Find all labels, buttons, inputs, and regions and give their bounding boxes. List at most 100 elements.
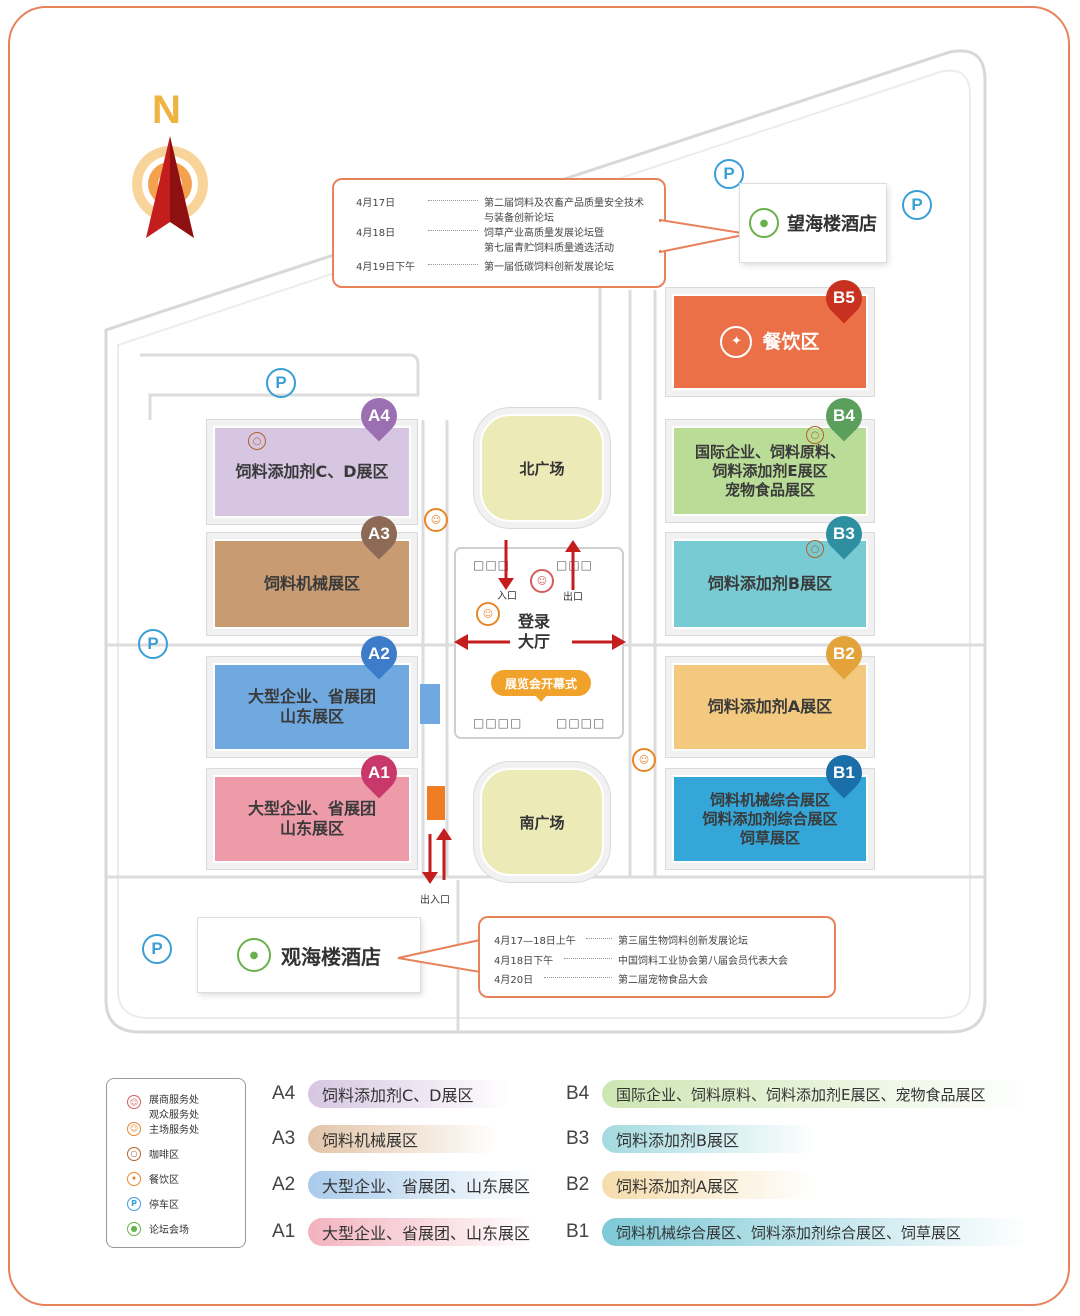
main-service-icon: ☺ [476,602,500,626]
hall-a3-name: 饲料机械展区 [263,574,360,593]
forum-row: 4月18日 饲草产业高质量发展论坛暨第七届青贮饲料质量遴选活动 [356,224,614,254]
legend-item: ☺ 展商服务处观众服务处 [127,1091,199,1121]
forum-row: 4月17日 第二届饲料及农畜产品质量安全技术与装备创新论坛 [356,194,644,224]
north-forum-callout: 4月17日 第二届饲料及农畜产品质量安全技术与装备创新论坛 4月18日 饲草产业… [332,178,666,288]
forum-date: 4月18日 [356,228,396,239]
south-plaza: 南广场 [480,768,604,876]
forum-title: 第二届宠物食品大会 [618,975,708,986]
service-icon: ☺ [530,569,554,593]
forum-icon: ● [749,208,779,238]
compass-letter: N [152,88,181,132]
key-a1: A1 大型企业、省展团、山东展区 [272,1217,536,1247]
opening-ceremony[interactable]: 展览会开幕式 [491,670,591,696]
forum-title: 中国饲料工业协会第八届会员代表大会 [618,956,788,967]
callout-pointer [658,218,749,254]
hall-b1-name-3: 饲草展区 [739,828,800,847]
parking-icon: P [714,159,744,189]
parking-icon: P [142,934,172,964]
hall-a1-name: 大型企业、省展团 [247,799,376,818]
legend-item: ●论坛会场 [127,1221,189,1236]
lobby-gate-top-left: □□□ [473,558,511,572]
legend-item: ○咖啡区 [127,1146,179,1161]
forum-title-2: 第七届青贮饲料质量遴选活动 [484,243,614,254]
parking-icon: P [266,368,296,398]
side-gate-arrows [422,828,452,884]
hall-b3[interactable]: 饲料添加剂B展区 [672,539,868,629]
hall-b4-name: 国际企业、饲料原料、 [694,442,845,461]
key-b4: B4 国际企业、饲料原料、饲料添加剂E展区、宠物食品展区 [566,1079,1028,1109]
key-a2: A2 大型企业、省展团、山东展区 [272,1170,536,1200]
hall-b5-name: 餐饮区 [762,331,820,353]
entrance-label: 入口 [497,591,517,602]
forum-row: 4月18日下午 中国饲料工业协会第八届会员代表大会 [494,952,788,967]
lobby-label: 登录大厅 [518,612,551,651]
compass-needle-icon [132,136,208,238]
forum-date: 4月17—18日上午 [494,936,576,947]
key-a4: A4 饲料添加剂C、D展区 [272,1079,512,1109]
forum-title: 第一届低碳饲料创新发展论坛 [484,262,614,273]
hall-a4-name: 饲料添加剂C、D展区 [235,462,389,481]
dining-kiosk [427,786,445,820]
main-service-icon: ☺ [632,748,656,772]
forum-icon: ● [237,938,271,972]
hall-b2[interactable]: 饲料添加剂A展区 [672,663,868,751]
forum-icon: ● [127,1221,141,1236]
forum-date: 4月20日 [494,975,534,986]
forum-date: 4月17日 [356,198,396,209]
parking-icon: P [138,629,168,659]
coffee-icon: ○ [806,540,824,558]
hall-a2-name-2: 山东展区 [279,707,344,726]
exit-label: 出口 [563,592,583,603]
coffee-icon: ○ [248,432,266,450]
hall-a4[interactable]: 饲料添加剂C、D展区 [213,426,411,518]
dining-icon: ✦ [127,1171,141,1186]
forum-title: 第三届生物饲料创新发展论坛 [618,936,748,947]
legend-item: ✦餐饮区 [127,1171,179,1186]
lobby-gate-bottom-right: □□□□ [556,716,606,730]
side-gate-label: 出入口 [420,895,450,906]
hall-a1-name-2: 山东展区 [279,819,344,838]
map-frame [8,6,1070,1306]
dining-icon: ✦ [720,326,753,358]
hotel-north-name: 望海楼酒店 [787,214,877,235]
lobby-arrows [454,540,626,650]
ceremony-pointer [534,694,548,702]
hotel-south-name: 观海楼酒店 [281,944,381,969]
hotel-north[interactable]: ● 望海楼酒店 [740,184,886,262]
legend-item: ☺主场服务处 [127,1121,199,1136]
hall-b1-name-2: 饲料添加剂综合展区 [702,809,838,828]
hall-b2-name: 饲料添加剂A展区 [707,697,833,716]
key-b3: B3 饲料添加剂B展区 [566,1124,816,1154]
main-service-icon: ☺ [127,1121,141,1136]
coffee-icon: ○ [806,426,824,444]
forum-row: 4月17—18日上午 第三届生物饲料创新发展论坛 [494,932,748,947]
parking-icon: P [127,1196,141,1211]
forum-row: 4月20日 第二届宠物食品大会 [494,971,708,986]
forum-date: 4月18日下午 [494,956,554,967]
hall-b1-name: 饲料机械综合展区 [709,790,830,809]
hall-b4-name-3: 宠物食品展区 [724,480,815,499]
parking-icon: P [902,190,932,220]
side-building [420,684,440,724]
key-b2: B2 饲料添加剂A展区 [566,1170,816,1200]
callout-pointer [397,938,482,974]
south-forum-callout: 4月17—18日上午 第三届生物饲料创新发展论坛 4月18日下午 中国饲料工业协… [478,916,836,998]
hall-a2-name: 大型企业、省展团 [247,687,376,706]
hall-b4[interactable]: 国际企业、饲料原料、 饲料添加剂E展区 宠物食品展区 [672,426,868,516]
hotel-south[interactable]: ● 观海楼酒店 [198,918,420,992]
forum-row: 4月19日下午 第一届低碳饲料创新发展论坛 [356,258,614,273]
main-service-icon: ☺ [424,508,448,532]
forum-date: 4月19日下午 [356,262,416,273]
compass: N [126,88,222,248]
north-plaza: 北广场 [480,414,604,522]
lobby-gate-bottom-left: □□□□ [473,716,523,730]
forum-title: 第二届饲料及农畜产品质量安全技术 [484,198,644,209]
key-a3: A3 饲料机械展区 [272,1124,498,1154]
service-icon: ☺ [127,1095,141,1109]
forum-title-2: 与装备创新论坛 [484,213,554,224]
forum-title: 饲草产业高质量发展论坛暨 [484,228,604,239]
key-b1: B1 饲料机械综合展区、饲料添加剂综合展区、饲草展区 [566,1217,1028,1247]
hall-b4-name-2: 饲料添加剂E展区 [712,461,828,480]
